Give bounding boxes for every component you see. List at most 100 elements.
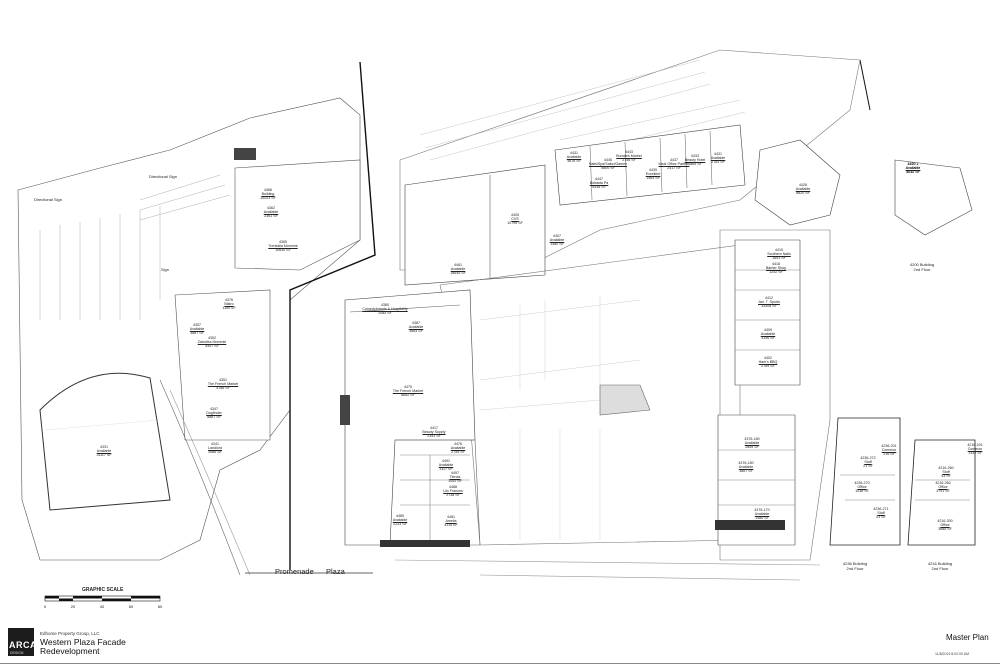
sign-caption: Sign [160,267,170,272]
unit-area: 4115 SF [444,523,458,528]
tenant-name: Amelia [445,519,457,524]
unit-number: 4236-271 [873,507,889,511]
unit-number: 4362 [267,206,275,210]
unit-number: 4410-1 [907,162,919,166]
unit-number: 4431 [714,152,722,156]
unit-area: 1052 SF [448,479,462,484]
unit-area: 1038 SF [855,489,869,494]
unit-area: 10630 SF [275,248,291,253]
sheet-title: Master Plan [946,633,989,642]
floor-plan-4236 [829,417,901,546]
unit-number: 4431 [570,151,578,155]
tenant-name: Available [392,518,408,523]
tenant-name: Stuff [942,470,950,475]
unit-number: 4412 [765,296,773,300]
plot-date: 11/8/2019 8:02:00 AM [935,652,969,656]
scale-tick-label: 0 [43,604,47,609]
property-line-east [859,59,871,111]
unit-number: 4426 [799,183,807,187]
unit-area: 1610 SF [906,170,920,175]
west-building-mall [174,289,271,441]
tenant-name: Available [795,187,811,192]
tenant-name: Building [261,192,275,197]
unit-number: 4200-1 [907,162,919,166]
sw-access-road [159,379,241,576]
tenant-name: Available [438,463,454,468]
unit-number: 4405 [511,213,519,217]
unit-area: 1691 SF [772,256,786,261]
unit-area: 1242 SF [769,270,783,275]
unit-number: 4476 [454,442,462,446]
unit-area: 2789 SF [761,364,775,369]
unit-number: 4331 [100,445,108,449]
tenant-name: Beauty Supply [422,430,446,435]
east-strip [734,239,801,386]
tenant-name: Available [744,441,760,446]
unit-number: 4236-272 [860,456,876,460]
unit-area: 18645 SF [450,271,466,276]
tenant-name: Beauty Hotel [684,158,706,163]
tenant-name: Available [905,166,921,171]
tenant-name: Office [938,485,948,490]
tenant-name: Ham's BBQ [758,360,778,365]
unit-number: 4485 [396,514,404,518]
unit-number: 4366 [264,188,272,192]
tenant-name: Common [967,447,983,452]
unit-area: 2084 SF [378,311,392,316]
tenant-name: Office [857,485,867,490]
scale-tick-label: 40 [99,604,105,609]
tenant-name: CVS [511,217,519,222]
unit-number: 4433 [690,154,699,158]
ball-field [39,372,171,511]
tenant-name: Barber Shop [765,266,787,271]
tenant-name: The French Market [207,382,239,387]
tenant-name: Available [760,332,776,337]
unit-number: 4445 [604,158,612,162]
tenant-name: Available [96,449,112,454]
tenant-name: Southern Nails [767,252,791,257]
tenant-name: Burrates Market [616,154,642,159]
tenant-name: Available [408,325,424,330]
unit-number: 4443 [624,150,633,154]
scale-tick-label: 20 [70,604,76,609]
unit-area: 2763 SF [711,160,725,165]
unit-area: 1342 SF [968,451,982,456]
unit-area: 3864 SF [409,329,423,334]
unit-area: 2417 SF [667,166,681,171]
unit-area: 1480 SF [550,242,564,247]
unit-number: 4407 [553,234,561,238]
unit-area: 5600 SF [601,166,615,171]
tenant-name: Available [566,155,582,160]
unit-area: 8887 SF [207,415,221,420]
unit-number: 4447 [595,177,603,181]
tenant-name: Ideal Office Partner [658,162,690,167]
north-parking-rows [419,59,746,161]
unit-area: 21 SF [863,464,873,469]
unit-number: 4415 [774,248,783,252]
footer-divider [0,663,1000,664]
tenant-name: Zabuttss Mommie [197,340,227,345]
tenant-name: Available [450,446,466,451]
property-line-west [289,61,376,570]
unit-area: 4786 SF [216,386,230,391]
unit-area: 2233 SF [393,522,407,527]
unit-number: 4216-201 [967,443,983,447]
